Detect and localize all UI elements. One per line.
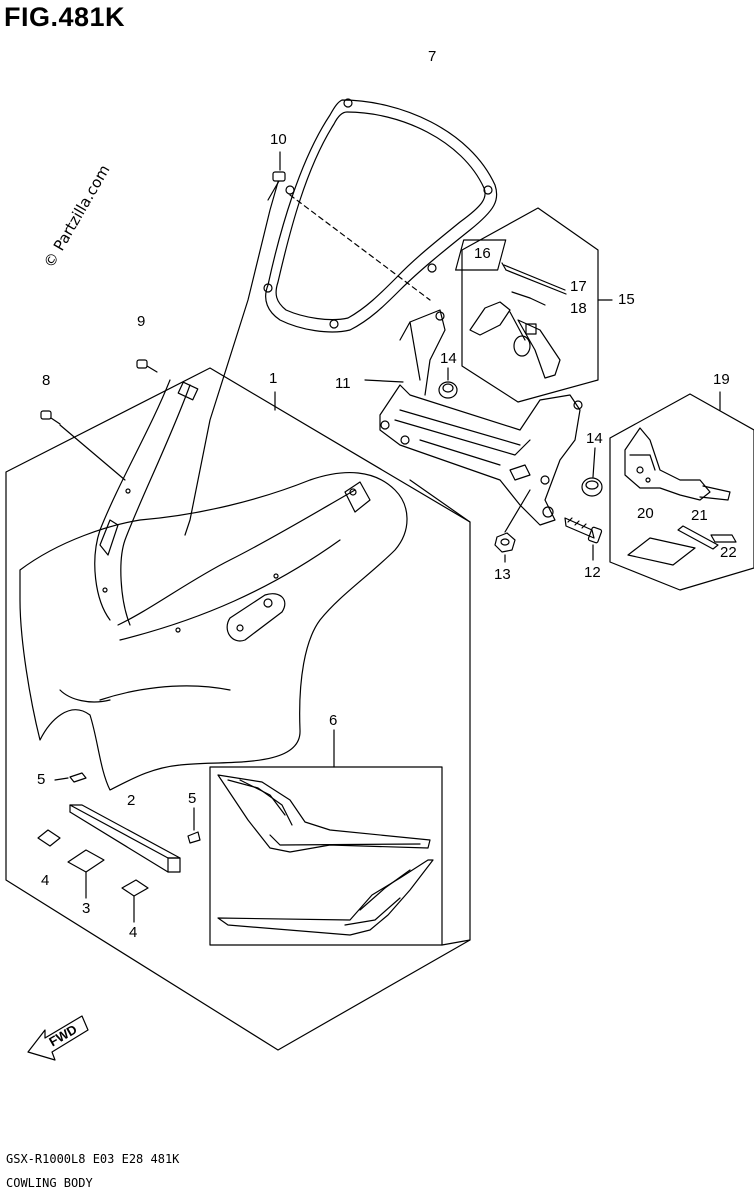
kit-15-parts [455, 239, 567, 379]
decal-box-leader [441, 939, 471, 946]
decal-set-6 [217, 774, 434, 936]
callout-15: 15 [618, 291, 635, 308]
grommet-14-right [581, 477, 603, 497]
screw-10-leader [184, 181, 279, 536]
pad-5-left [69, 772, 87, 783]
footer-name: COWLING BODY [6, 1176, 93, 1190]
footer-model: GSX-R1000L8 E03 E28 481K [6, 1152, 180, 1166]
callout-20: 20 [637, 505, 654, 522]
nut-13 [494, 532, 516, 553]
callout-5-right: 5 [188, 790, 197, 807]
callout-4-left: 4 [41, 872, 50, 889]
pad-5-right [187, 831, 201, 844]
fwd-arrow-icon: FWD [27, 1015, 89, 1061]
dashed-leader [289, 194, 431, 301]
callout-13: 13 [494, 566, 511, 583]
windscreen [263, 98, 498, 333]
decal-6-box [209, 766, 443, 946]
grommet-14-right-leader [592, 447, 596, 478]
callout-11: 11 [335, 375, 351, 392]
callout-2: 2 [127, 792, 136, 809]
strip-2 [69, 804, 181, 873]
kit-15-box [461, 207, 599, 403]
callout-18: 18 [570, 300, 587, 317]
bracket-leader [409, 479, 471, 523]
callout-22: 22 [720, 544, 737, 561]
nut-13-bracket-leader [504, 489, 531, 533]
kit-19-box [609, 393, 754, 591]
callout-9: 9 [137, 313, 146, 330]
callout-19: 19 [713, 371, 730, 388]
callout-12: 12 [584, 564, 601, 581]
callout-10: 10 [270, 131, 287, 148]
callout-16: 16 [474, 245, 491, 262]
screw-8 [40, 410, 61, 425]
pad-4-upper [37, 829, 61, 847]
bracket-11 [364, 309, 583, 526]
pad-5-left-leader [54, 777, 69, 781]
callout-8: 8 [42, 372, 51, 389]
screw-9 [136, 359, 158, 373]
grommet-14-left [438, 381, 458, 399]
callout-7: 7 [428, 48, 437, 65]
callout-5-left: 5 [37, 771, 46, 788]
bolt-12 [564, 517, 603, 544]
callout-6: 6 [329, 712, 338, 729]
front-cowling [19, 379, 408, 791]
pad-3 [67, 849, 105, 873]
callout-4-right: 4 [129, 924, 138, 941]
callout-14-right: 14 [586, 430, 603, 447]
figure-title: FIG.481K [4, 2, 126, 32]
screw-10 [267, 151, 286, 201]
cowling-assembly-box [5, 367, 471, 1051]
callout-3: 3 [82, 900, 91, 917]
callout-21: 21 [691, 507, 708, 524]
callout-14-left: 14 [440, 350, 457, 367]
callout-1: 1 [269, 370, 278, 387]
callout-17: 17 [570, 278, 587, 295]
screw-8-leader [59, 424, 126, 481]
pad-4-lower [121, 879, 149, 897]
kit-19-parts [624, 427, 737, 566]
